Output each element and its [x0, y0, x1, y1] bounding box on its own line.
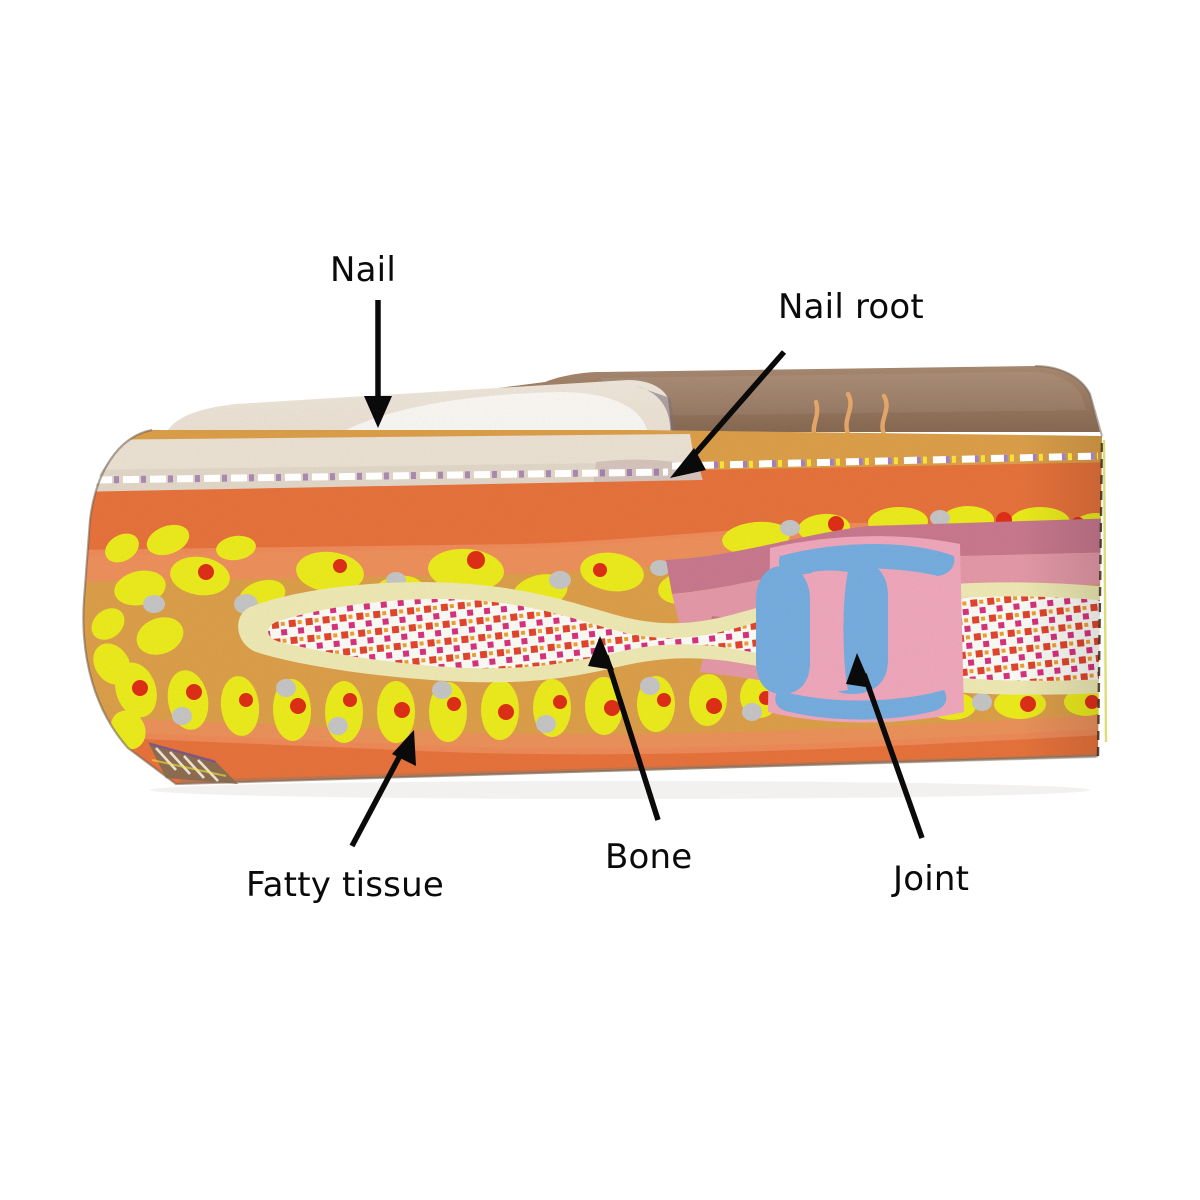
- label-bone: Bone: [605, 837, 693, 877]
- label-nail: Nail: [330, 250, 396, 290]
- hair-icon: [844, 391, 853, 437]
- label-fatty-tissue: Fatty tissue: [246, 865, 444, 905]
- fold-tab: [148, 742, 238, 784]
- arrow-bone: [588, 636, 661, 821]
- joint-structure: [756, 536, 964, 723]
- arrow-fatty-tissue: [349, 730, 416, 848]
- ground-shadow: [150, 781, 1090, 799]
- label-nail-root: Nail root: [778, 287, 924, 327]
- label-joint: Joint: [893, 859, 970, 899]
- arrow-nail-root: [670, 350, 787, 478]
- hair-icon: [880, 393, 889, 437]
- arrow-joint: [846, 653, 925, 839]
- cross-section-face: [83, 430, 1102, 784]
- hair-icon: [811, 399, 820, 437]
- cut-line-dashed: [95, 452, 1099, 484]
- hair-strands: [811, 391, 889, 437]
- model-outline: [82, 365, 1108, 786]
- bone-shaft: [238, 582, 792, 683]
- arrow-nail: [364, 300, 392, 428]
- annotation-arrows: [349, 300, 925, 848]
